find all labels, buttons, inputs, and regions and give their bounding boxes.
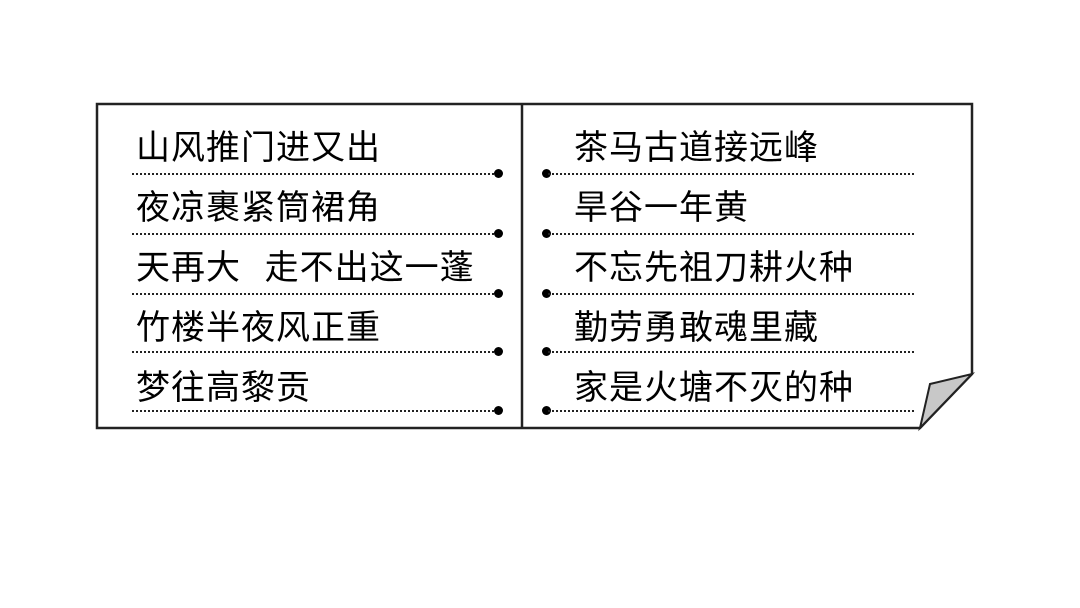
left-line-4: 竹楼半夜风正重: [136, 308, 381, 348]
right-line-2: 旱谷一年黄: [574, 188, 749, 228]
left-line-5: 梦往高黎贡: [136, 368, 311, 408]
right-endpoint-5: [542, 406, 551, 415]
right-leader-3: [548, 293, 914, 295]
left-line-2: 夜凉裹紧筒裙角: [136, 188, 381, 228]
left-leader-4: [132, 351, 498, 353]
left-leader-1: [132, 173, 498, 175]
left-line-1: 山风推门进又出: [136, 128, 381, 168]
left-line-3: 天再大 走不出这一蓬: [136, 248, 475, 288]
left-leader-3: [132, 293, 498, 295]
right-endpoint-4: [542, 347, 551, 356]
right-endpoint-3: [542, 289, 551, 298]
left-endpoint-5: [494, 406, 503, 415]
right-line-1: 茶马古道接远峰: [574, 128, 819, 168]
left-endpoint-2: [494, 229, 503, 238]
left-leader-2: [132, 233, 498, 235]
right-endpoint-2: [542, 229, 551, 238]
right-line-5: 家是火塘不灭的种: [574, 368, 854, 408]
right-endpoint-1: [542, 169, 551, 178]
right-leader-5: [548, 410, 914, 412]
right-leader-1: [548, 173, 914, 175]
left-endpoint-3: [494, 289, 503, 298]
left-leader-5: [132, 410, 498, 412]
right-leader-2: [548, 233, 914, 235]
folded-corner: [918, 372, 976, 432]
left-endpoint-4: [494, 347, 503, 356]
right-leader-4: [548, 351, 914, 353]
right-line-4: 勤劳勇敢魂里藏: [574, 308, 819, 348]
left-endpoint-1: [494, 169, 503, 178]
right-line-3: 不忘先祖刀耕火种: [574, 248, 854, 288]
